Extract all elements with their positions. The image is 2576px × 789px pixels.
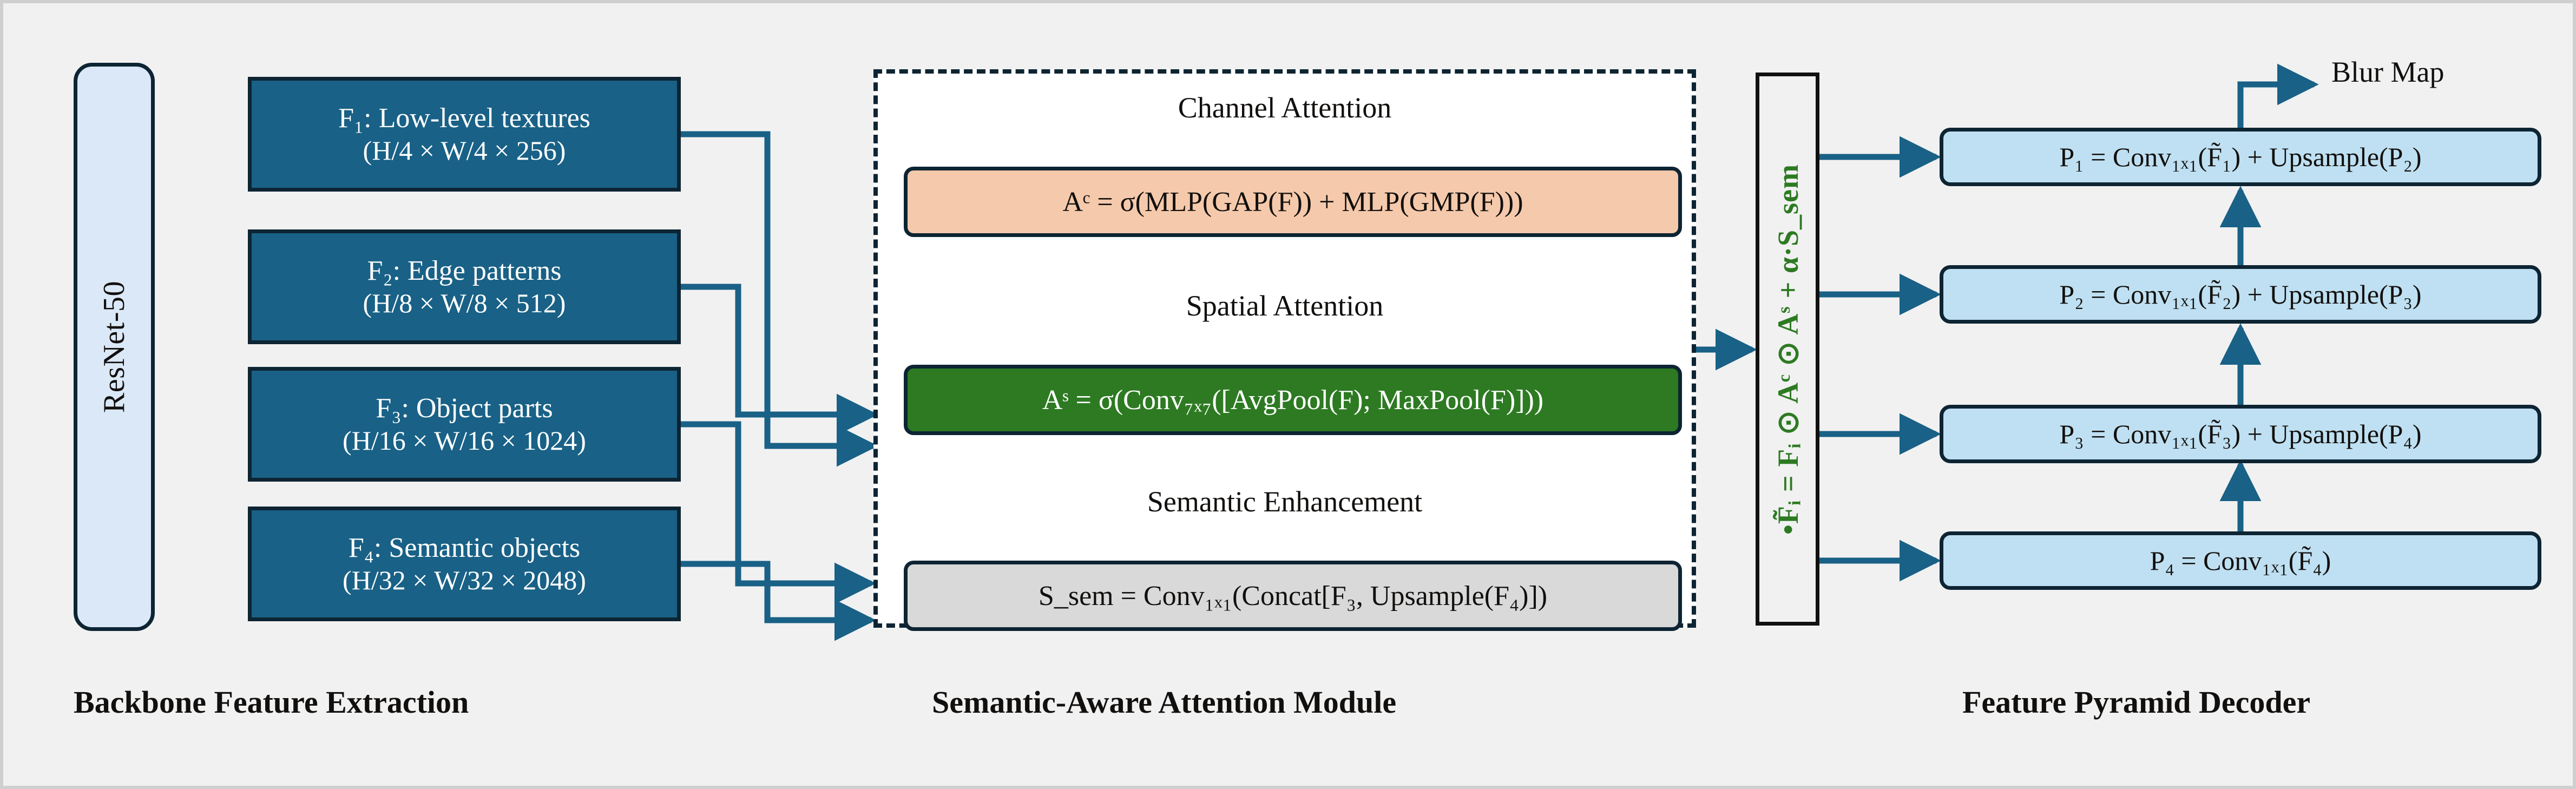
- caption-feature-pyramid-decoder: Feature Pyramid Decoder: [1962, 685, 2311, 720]
- decoder-box-p2: P₂ = Conv₁ₓ₁(F̃₂) + Upsample(P₃): [1940, 265, 2541, 324]
- channel-attention-title: Channel Attention: [1178, 91, 1392, 124]
- feature-box-f3-name: F₃: Object parts: [376, 392, 553, 424]
- spatial-attention-title: Spatial Attention: [1186, 290, 1384, 322]
- resnet50-label: ResNet-50: [97, 280, 132, 413]
- feature-box-f4-shape: (H/32 × W/32 × 2048): [343, 565, 586, 596]
- resnet50-encoder-block: ResNet-50: [74, 63, 155, 631]
- feature-box-f4: F₄: Semantic objects (H/32 × W/32 × 2048…: [248, 507, 681, 621]
- feature-fusion-equation: •F̃ᵢ = Fᵢ ⊙ Aᶜ ⊙ Aˢ + α·S_sem: [1771, 163, 1804, 535]
- feature-box-f1: F₁: Low-level textures (H/4 × W/4 × 256): [248, 77, 681, 192]
- spatial-attention-equation-box: Aˢ = σ(Conv₇ₓ₇([AvgPool(F); MaxPool(F)])…: [904, 365, 1682, 435]
- decoder-box-p3: P₃ = Conv₁ₓ₁(F̃₃) + Upsample(P₄): [1940, 405, 2541, 463]
- decoder-box-p4: P₄ = Conv₁ₓ₁(F̃₄): [1940, 531, 2541, 590]
- semantic-aware-attention-module: Channel Attention Aᶜ = σ(MLP(GAP(F)) + M…: [873, 69, 1696, 631]
- feature-box-f1-name: F₁: Low-level textures: [338, 102, 590, 134]
- feature-fusion-equation-block: •F̃ᵢ = Fᵢ ⊙ Aᶜ ⊙ Aˢ + α·S_sem: [1756, 73, 1819, 626]
- caption-semantic-aware-attention-module: Semantic-Aware Attention Module: [932, 685, 1397, 720]
- feature-box-f4-name: F₄: Semantic objects: [348, 532, 581, 563]
- feature-box-f2-name: F₂: Edge patterns: [367, 255, 562, 286]
- semantic-enhancement-equation-box: S_sem = Conv₁ₓ₁(Concat[F₃, Upsample(F₄)]…: [904, 561, 1682, 631]
- semantic-enhancement-title: Semantic Enhancement: [1147, 485, 1423, 518]
- feature-box-f2: F₂: Edge patterns (H/8 × W/8 × 512): [248, 229, 681, 344]
- caption-backbone-feature-extraction: Backbone Feature Extraction: [74, 685, 469, 720]
- feature-box-f2-shape: (H/8 × W/8 × 512): [363, 288, 566, 319]
- decoder-box-p1: P₁ = Conv₁ₓ₁(F̃₁) + Upsample(P₂): [1940, 128, 2541, 186]
- channel-attention-equation-box: Aᶜ = σ(MLP(GAP(F)) + MLP(GMP(F))): [904, 167, 1682, 237]
- feature-box-f3-shape: (H/16 × W/16 × 1024): [343, 425, 586, 456]
- feature-box-f3: F₃: Object parts (H/16 × W/16 × 1024): [248, 367, 681, 482]
- blur-map-output-label: Blur Map: [2331, 56, 2444, 88]
- feature-box-f1-shape: (H/4 × W/4 × 256): [363, 135, 566, 166]
